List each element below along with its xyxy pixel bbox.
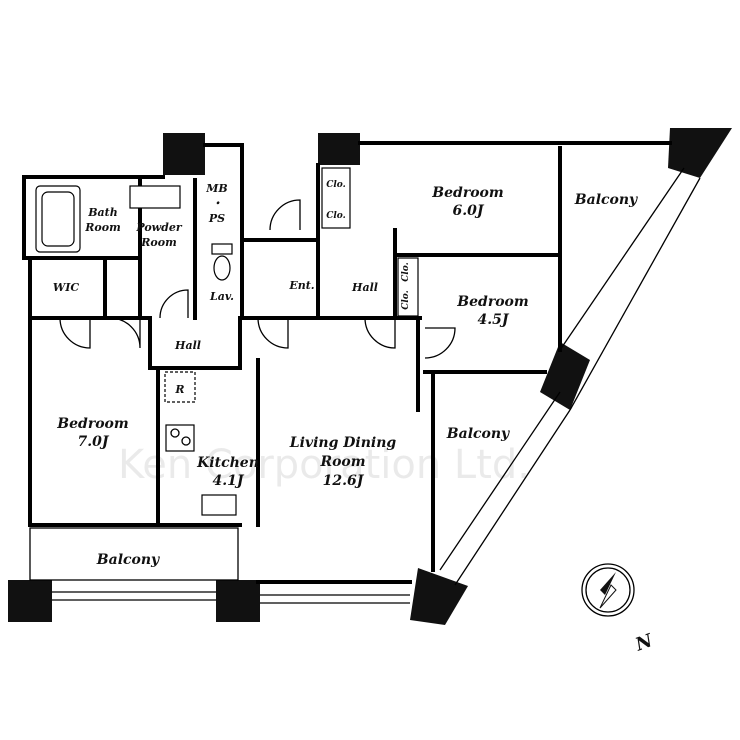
mbps-label-3: PS bbox=[208, 212, 225, 225]
ldk-label-1: Living Dining bbox=[289, 435, 397, 451]
column-top-center bbox=[318, 133, 360, 165]
column-mid-right bbox=[540, 342, 590, 410]
ldk-label-2: Room bbox=[319, 454, 365, 470]
lav-label: Lav. bbox=[209, 290, 234, 303]
wic-label: WIC bbox=[53, 281, 79, 294]
balcony-bottom-label: Balcony bbox=[96, 552, 160, 568]
balcony-top-right-label: Balcony bbox=[574, 192, 638, 208]
bedroom-top-label: Bedroom bbox=[431, 185, 503, 201]
entrance-label: Ent. bbox=[288, 279, 314, 292]
powder-label-1: Powder bbox=[135, 221, 182, 234]
hall-upper-label: Hall bbox=[351, 281, 378, 294]
bedroom-mid-size: 4.5J bbox=[478, 312, 510, 328]
bedroom-mid-label: Bedroom bbox=[456, 294, 528, 310]
bedroom-top-size: 6.0J bbox=[453, 203, 485, 219]
bath-label-1: Bath bbox=[87, 206, 118, 219]
closet-label-1: Clo. bbox=[326, 180, 346, 190]
compass-north-label: N bbox=[632, 630, 657, 656]
mbps-label-2: ・ bbox=[212, 197, 223, 210]
closet-label-2: Clo. bbox=[326, 211, 346, 221]
bedroom-left-size: 7.0J bbox=[78, 434, 110, 450]
closet-label-3: Clo. bbox=[401, 262, 411, 282]
closet-label-4: Clo. bbox=[401, 290, 411, 310]
column-bottom-right bbox=[410, 568, 468, 625]
kitchen-label: Kitchen bbox=[196, 455, 259, 471]
column-bottom-left bbox=[8, 580, 52, 622]
balcony-mid-right-label: Balcony bbox=[446, 426, 510, 442]
bath-label-2: Room bbox=[84, 221, 120, 234]
balconies bbox=[29, 167, 701, 604]
column-bottom-center bbox=[216, 580, 260, 622]
compass-needle-icon bbox=[600, 572, 616, 595]
compass: N bbox=[581, 563, 657, 656]
walls bbox=[22, 141, 672, 584]
powder-label-2: Room bbox=[140, 236, 176, 249]
column-top-left bbox=[163, 133, 205, 175]
column-top-right bbox=[668, 128, 732, 178]
room-labels: Bath Room Powder Room MB ・ PS WIC Lav. E… bbox=[53, 180, 638, 568]
mbps-label-1: MB bbox=[205, 182, 227, 195]
fridge-label: R bbox=[174, 383, 184, 396]
ldk-size: 12.6J bbox=[323, 473, 365, 489]
fixtures bbox=[35, 167, 456, 516]
kitchen-size: 4.1J bbox=[213, 473, 245, 489]
bedroom-left-label: Bedroom bbox=[56, 416, 128, 432]
hall-lower-label: Hall bbox=[174, 339, 201, 352]
